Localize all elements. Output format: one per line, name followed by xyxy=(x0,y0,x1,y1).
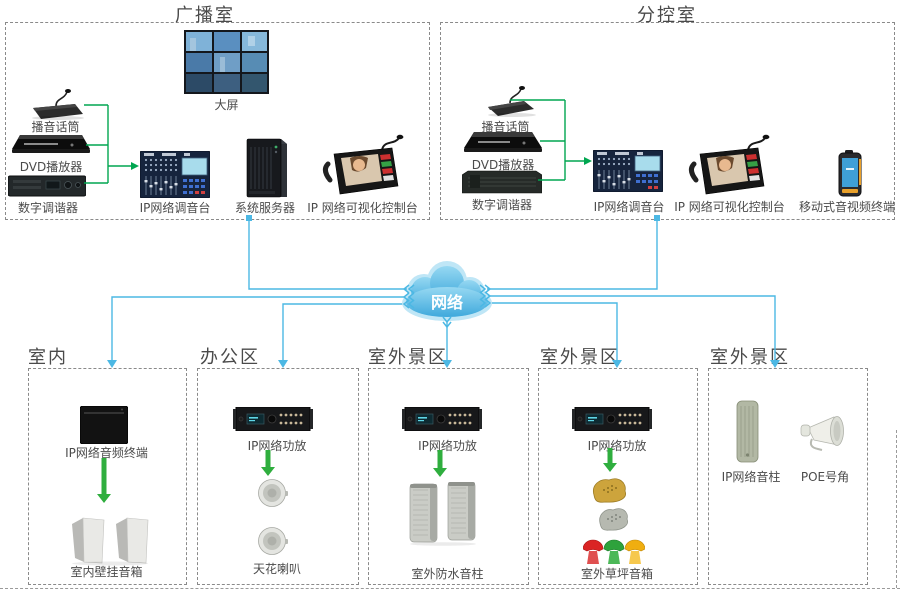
zone-outdoor1-title: 室外景区 xyxy=(368,347,448,368)
broadcast-dvd-label: DVD播放器 xyxy=(19,160,83,174)
ip-column-speaker-label: IP网络音柱 xyxy=(721,470,781,484)
outdoor1-amp-image xyxy=(402,406,482,432)
broadcast-mic-label: 播音话筒 xyxy=(31,120,80,134)
video-wall-label: 大屏 xyxy=(214,98,239,112)
zone-outdoor2-title: 室外景区 xyxy=(540,347,620,368)
subcontrol-tuner-label: 数字调谐器 xyxy=(471,198,532,212)
zone-office-box xyxy=(197,368,359,585)
subcontrol-room-box xyxy=(440,22,895,220)
line-broadcast-to-cloud xyxy=(248,218,407,290)
ip-audio-terminal-label: IP网络音频终端 xyxy=(65,446,148,460)
cloud-chevrons xyxy=(402,284,492,329)
zone-indoor-title: 室内 xyxy=(28,347,68,368)
frame-bottom-line xyxy=(0,588,900,589)
broadcast-room-box xyxy=(5,22,430,220)
broadcast-room-title: 广播室 xyxy=(175,5,235,26)
mobile-terminal-image xyxy=(836,150,864,198)
video-wall-image xyxy=(184,30,269,94)
waterproof-columns-label: 室外防水音柱 xyxy=(411,567,484,581)
zone-outdoor1-box xyxy=(368,368,529,585)
subcontrol-mixer-image xyxy=(592,149,664,193)
server-label: 系统服务器 xyxy=(234,201,295,215)
network-cloud-label: 网络 xyxy=(431,293,463,312)
office-amp-image xyxy=(233,406,313,432)
ceiling-speaker-label: 天花喇叭 xyxy=(252,562,301,576)
subcontrol-mic-label: 播音话筒 xyxy=(481,120,530,134)
zone-outdoor3-title: 室外景区 xyxy=(710,347,790,368)
ip-audio-terminal-image xyxy=(79,405,129,445)
subcontrol-console-label: IP 网络可视化控制台 xyxy=(674,200,785,214)
rock-speaker-yellow-image xyxy=(590,475,630,505)
lawn-speakers-label: 室外草坪音箱 xyxy=(580,567,653,581)
mobile-terminal-label: 移动式音视频终端 xyxy=(798,200,895,214)
broadcast-tuner-label: 数字调谐器 xyxy=(17,201,78,215)
zone-indoor-box xyxy=(28,368,187,585)
outdoor2-amp-image xyxy=(572,406,652,432)
broadcast-dvd-image xyxy=(10,131,92,157)
broadcast-console-label: IP 网络可视化控制台 xyxy=(307,201,418,215)
zone-outdoor3-box xyxy=(708,368,868,585)
broadcast-mixer-image xyxy=(139,150,211,199)
mushroom-speakers-image xyxy=(582,536,646,566)
poe-horn-image xyxy=(800,412,848,456)
zone-outdoor2-box xyxy=(538,368,698,585)
ceiling-speaker-1-image xyxy=(258,479,288,509)
wall-speakers-image xyxy=(70,516,152,566)
subcontrol-console-image xyxy=(686,134,770,198)
poe-horn-label: POE号角 xyxy=(800,470,850,484)
rock-speaker-gray-image xyxy=(596,505,632,533)
subcontrol-mic-image xyxy=(482,85,546,117)
line-subcontrol-to-cloud xyxy=(487,218,658,290)
network-cloud: 网络 xyxy=(402,261,492,321)
server-image xyxy=(243,137,289,199)
broadcast-tuner-image xyxy=(7,174,87,198)
blue-network-lines xyxy=(111,218,776,361)
frame-right-line xyxy=(896,430,897,588)
ip-column-speaker-image xyxy=(736,400,760,464)
broadcast-console-image xyxy=(320,134,404,198)
subcontrol-dvd-image xyxy=(462,128,544,156)
outdoor1-amp-label: IP网络功放 xyxy=(418,439,477,453)
office-amp-label: IP网络功放 xyxy=(247,439,307,453)
wall-speakers-label: 室内壁挂音箱 xyxy=(70,565,143,579)
subcontrol-dvd-label: DVD播放器 xyxy=(471,158,535,172)
subcontrol-mixer-label: IP网络调音台 xyxy=(593,200,665,214)
broadcast-mic-image xyxy=(25,88,89,120)
ceiling-speaker-2-image xyxy=(258,527,288,557)
outdoor2-amp-label: IP网络功放 xyxy=(587,439,647,453)
subcontrol-room-title: 分控室 xyxy=(637,5,697,26)
zone-office-title: 办公区 xyxy=(200,347,260,368)
broadcast-mixer-label: IP网络调音台 xyxy=(139,201,211,215)
subcontrol-tuner-image xyxy=(461,169,543,195)
waterproof-columns-image xyxy=(408,481,480,546)
